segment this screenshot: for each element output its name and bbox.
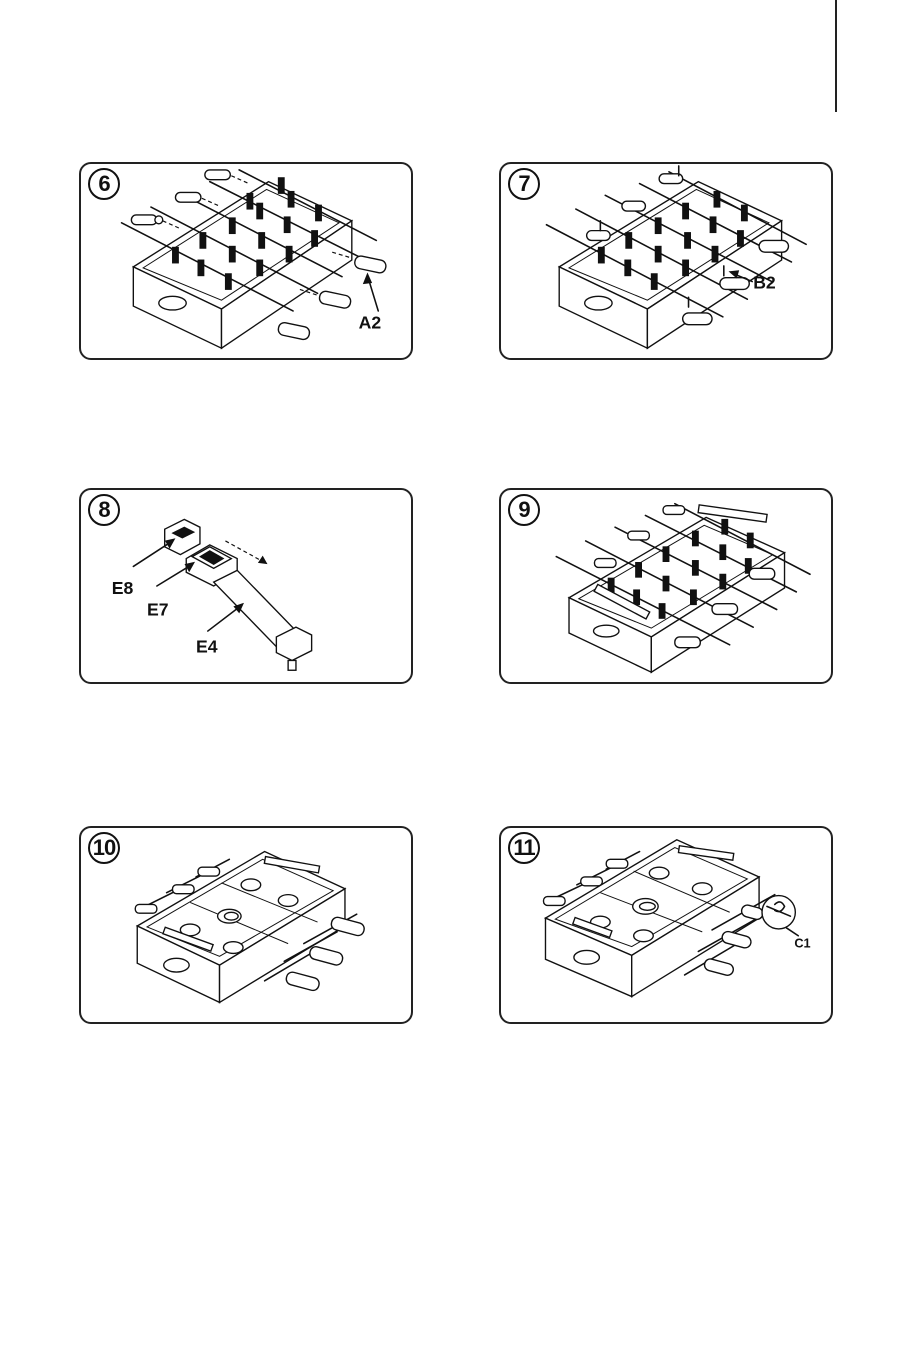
- step-9-illustration: [501, 490, 831, 682]
- step-11-label-c1: C1: [794, 936, 810, 951]
- step-8-label-e8: E8: [112, 578, 134, 598]
- step-7-number: 7: [508, 168, 540, 200]
- step-11-number: 11: [508, 832, 540, 864]
- step-6-number: 6: [88, 168, 120, 200]
- step-10-illustration: [81, 828, 411, 1022]
- step-9-panel: 9: [499, 488, 833, 684]
- step-8-illustration: E8 E7 E4: [81, 490, 411, 682]
- step-8-label-e7: E7: [147, 599, 169, 619]
- step-10-panel: 10: [79, 826, 413, 1024]
- step-10-number: 10: [88, 832, 120, 864]
- step-6-illustration: A2: [81, 164, 411, 358]
- step-6-panel: A2 6: [79, 162, 413, 360]
- step-11-illustration: C1: [501, 828, 831, 1022]
- step-6-label-a2: A2: [359, 313, 382, 333]
- page-edge-rule: [835, 0, 837, 112]
- step-8-label-e4: E4: [196, 637, 218, 657]
- step-7-label-b2: B2: [753, 272, 776, 292]
- step-9-number: 9: [508, 494, 540, 526]
- step-8-number: 8: [88, 494, 120, 526]
- step-11-panel: C1 11: [499, 826, 833, 1024]
- step-8-panel: E8 E7 E4 8: [79, 488, 413, 684]
- step-7-illustration: B2: [501, 164, 831, 358]
- step-7-panel: B2 7: [499, 162, 833, 360]
